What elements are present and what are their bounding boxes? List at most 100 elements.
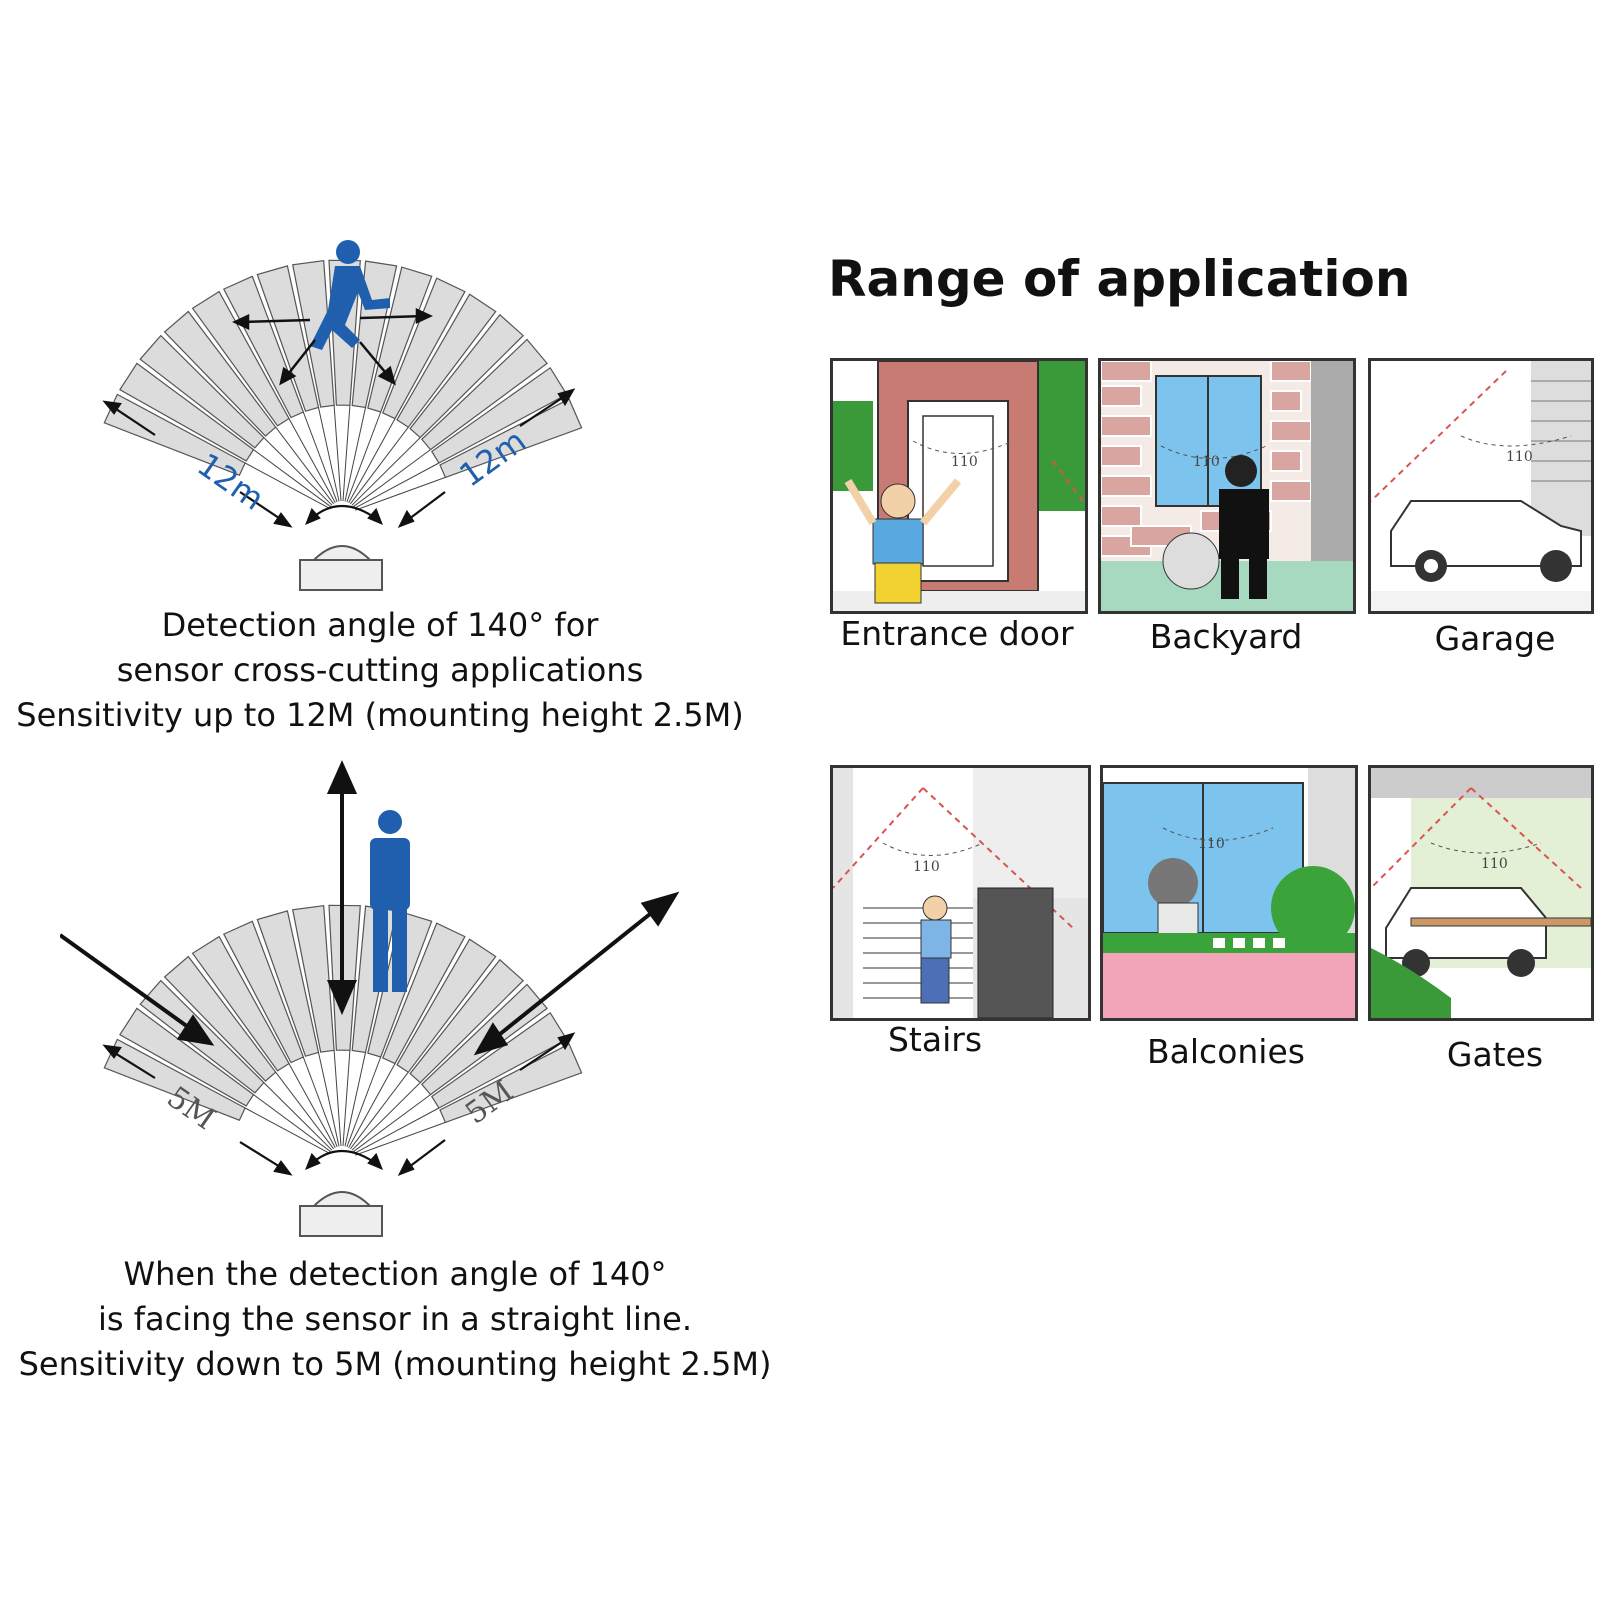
top-caption: Detection angle of 140° for sensor cross… — [10, 603, 750, 738]
scene-angle-label: 110 — [1198, 836, 1225, 852]
fan-ray — [333, 1050, 342, 1147]
bottom-caption-line-2: is facing the sensor in a straight line. — [98, 1300, 692, 1338]
sensor-icon — [299, 545, 383, 591]
fan-segment — [439, 398, 583, 479]
fan-ray — [348, 418, 396, 503]
fan-ray — [351, 437, 421, 506]
fan-ray — [288, 418, 336, 503]
fan-segment — [119, 1007, 255, 1107]
fan-ray — [333, 405, 342, 502]
fan-ray — [353, 449, 431, 508]
scene-stairs: 110 — [830, 765, 1091, 1021]
fan-ray — [253, 449, 331, 508]
scene-angle-label: 110 — [913, 859, 940, 875]
fan-segment — [256, 910, 320, 1057]
scene-angle-label: 110 — [1193, 454, 1220, 470]
fan-ray — [351, 1082, 421, 1151]
fan-ray — [244, 1107, 330, 1154]
fan-ray — [348, 1063, 396, 1148]
scene-angle-label: 110 — [1506, 449, 1533, 465]
fan-segment — [396, 293, 497, 429]
top-fan-svg: 12m 12m — [102, 240, 583, 591]
scene-label-stairs: Stairs — [887, 1020, 983, 1059]
scene-label-garage: Garage — [1434, 619, 1556, 658]
fan-ray — [275, 426, 334, 505]
bottom-range-lines — [102, 1032, 576, 1177]
fan-ray — [288, 1063, 336, 1148]
fan-segment — [163, 310, 277, 437]
fan-ray — [354, 1107, 440, 1154]
fan-segment — [409, 958, 525, 1084]
fan-ray — [350, 426, 409, 505]
fan-segment — [382, 922, 466, 1065]
running-person-icon — [310, 240, 390, 350]
bottom-sensor-icon — [299, 1191, 383, 1237]
scene-angle-label: 110 — [951, 454, 978, 470]
fan-ray — [342, 405, 351, 502]
fan-ray — [275, 1071, 334, 1150]
fan-ray — [302, 1056, 338, 1148]
fan-segment — [396, 938, 497, 1074]
fan-segment — [163, 955, 277, 1082]
bottom-caption-line-3: Sensitivity down to 5M (mounting height … — [18, 1345, 772, 1383]
scene-angle-label: 110 — [1481, 856, 1508, 872]
diagonal-arrows — [60, 891, 680, 1056]
top-detection-diagram: 12m 12m — [60, 230, 700, 610]
bottom-fan-svg: 5M 5M — [60, 760, 680, 1237]
scene-label-backyard: Backyard — [1149, 617, 1303, 656]
fan-ray — [344, 407, 366, 502]
fan-segment — [256, 265, 320, 412]
fan-segment — [139, 334, 265, 449]
fan-ray — [355, 1121, 446, 1156]
scene-label-gates: Gates — [1446, 1035, 1544, 1074]
bottom-caption: When the detection angle of 140° is faci… — [15, 1252, 775, 1387]
fan-segment — [439, 1043, 583, 1124]
fan-segment — [191, 290, 290, 427]
fan-ray — [354, 462, 440, 509]
scene-label-balconies: Balconies — [1147, 1032, 1305, 1071]
scene-label-entrance-door: Entrance door — [840, 614, 1074, 653]
range-lines — [102, 388, 576, 529]
fan-segment — [103, 393, 246, 476]
bottom-detection-diagram: 5M 5M — [60, 760, 720, 1280]
fan-ray — [346, 1056, 382, 1148]
fan-segment — [430, 366, 568, 464]
motion-arrows — [232, 308, 433, 386]
fan-segment — [291, 260, 335, 408]
fan-ray — [346, 411, 382, 503]
fan-segment — [291, 905, 335, 1053]
scene-balconies: 110 — [1100, 765, 1358, 1021]
fan-segment — [382, 277, 466, 420]
bottom-caption-line-1: When the detection angle of 140° — [123, 1255, 667, 1293]
fan-ray — [263, 437, 333, 506]
fan-ray — [263, 1082, 333, 1151]
top-caption-line-3: Sensitivity up to 12M (mounting height 2… — [16, 696, 744, 734]
fan-segment — [430, 1011, 568, 1109]
fan-ray — [342, 1050, 351, 1147]
fan-segment — [328, 904, 361, 1051]
fan-ray — [344, 1052, 366, 1147]
fan-ray — [350, 1071, 409, 1150]
scene-entrance-door: 110 — [830, 358, 1088, 614]
fan-segment — [409, 313, 525, 439]
scene-gates: 110 — [1368, 765, 1594, 1021]
fan-ray — [355, 476, 446, 511]
fan-segment — [119, 362, 255, 462]
top-caption-line-2: sensor cross-cutting applications — [116, 651, 644, 689]
vertical-arrow — [326, 760, 358, 1016]
fan-segment — [222, 920, 305, 1064]
scene-backyard: 110 — [1098, 358, 1356, 614]
fan-segment — [103, 1038, 246, 1121]
top-caption-line-1: Detection angle of 140° for — [161, 606, 599, 644]
range-of-application-title: Range of application — [828, 250, 1411, 308]
standing-person-icon — [370, 810, 410, 992]
fan-ray — [353, 1094, 431, 1153]
fan-ray — [318, 407, 340, 502]
fan-ray — [302, 411, 338, 503]
fan-ray — [244, 462, 330, 509]
fan-segment — [191, 935, 290, 1072]
scene-garage: 110 — [1368, 358, 1594, 614]
fan-ray — [318, 1052, 340, 1147]
fan-segment — [420, 338, 548, 451]
fan-ray — [253, 1094, 331, 1153]
